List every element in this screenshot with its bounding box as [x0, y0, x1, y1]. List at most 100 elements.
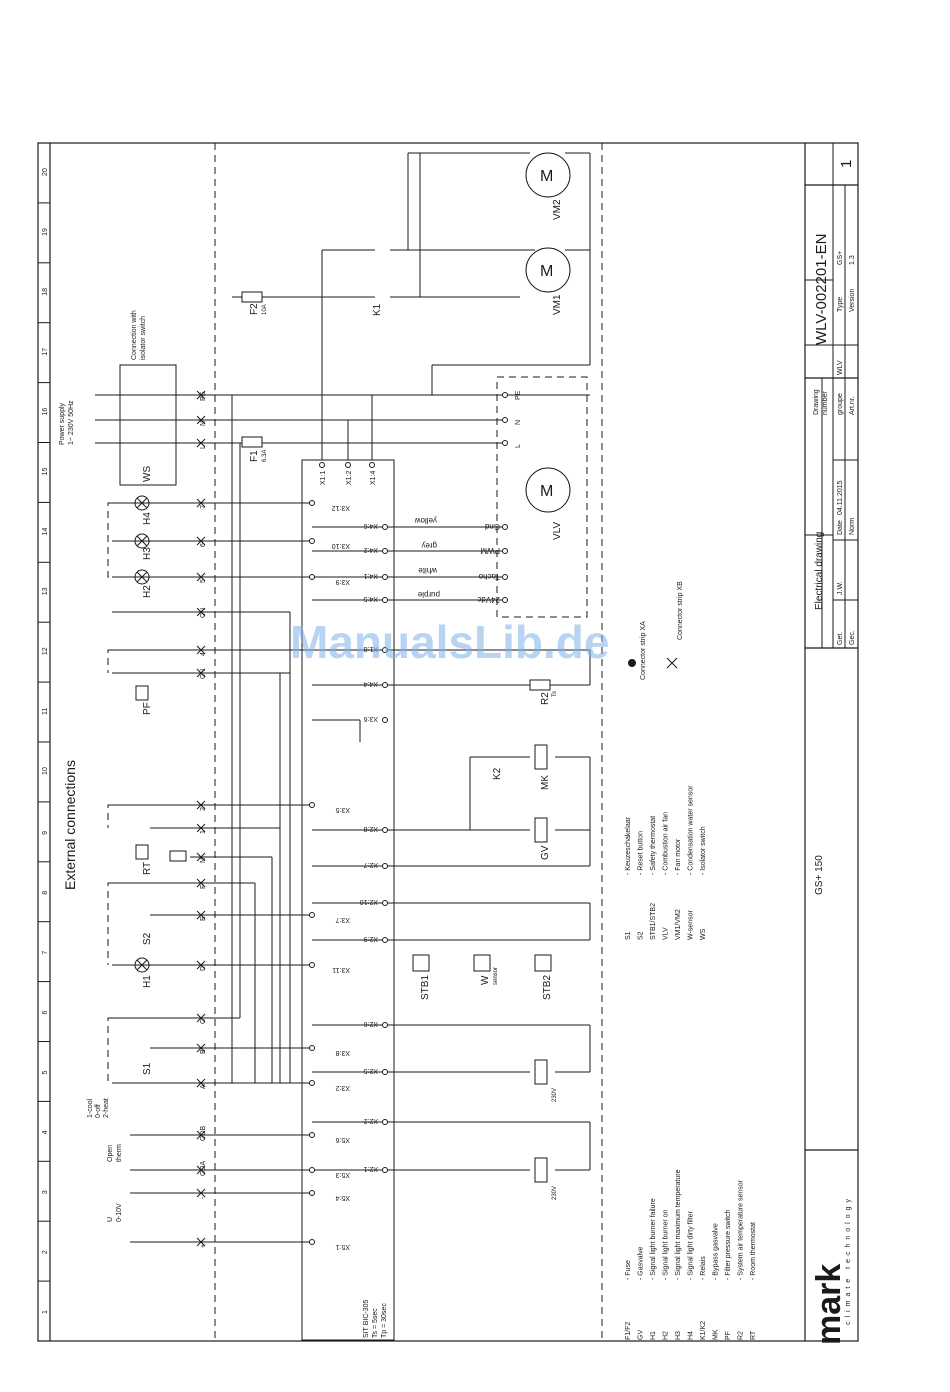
legend-a-desc: - Fuse — [625, 1260, 632, 1280]
zone-label-2: 2 — [42, 1250, 49, 1254]
tb-label-type: Type — [837, 297, 844, 312]
fan-pin-label: PWM — [480, 546, 500, 555]
controller-box — [301, 459, 395, 1341]
terminal-marker — [196, 1013, 206, 1023]
zone-label-11: 11 — [42, 708, 49, 715]
rot-power-line: Power supply — [59, 402, 66, 445]
zone-label-5: 5 — [42, 1070, 49, 1074]
component-r2: R2 — [540, 692, 551, 705]
fuse-f2 — [241, 291, 263, 303]
terminal-label: N — [200, 858, 207, 863]
legend-a-code: MK — [713, 1329, 720, 1340]
terminal-marker — [196, 645, 206, 655]
pin-label: X3:2 — [335, 1084, 350, 1091]
legend-b-desc: - Condensation water sensor — [688, 785, 695, 875]
component-h4: H4 — [142, 512, 153, 525]
component-gv: GV — [540, 845, 551, 860]
terminal-marker — [196, 960, 206, 970]
tb-group: WLV — [837, 360, 844, 375]
component-h2: H2 — [142, 585, 153, 598]
legend-a-code: H4 — [688, 1331, 695, 1340]
zone-label-6: 6 — [42, 1011, 49, 1015]
terminal-marker — [196, 1043, 206, 1053]
pin-dot — [382, 717, 388, 723]
zone-label-19: 19 — [42, 228, 49, 236]
strip-xb-label: Connector strip XB — [677, 581, 684, 640]
tb-label-groupe: groupe — [837, 393, 844, 415]
vlv-supply-label: PE — [515, 390, 522, 400]
pin-dot — [309, 1239, 315, 1245]
vlv-pin-dot — [502, 440, 508, 446]
pin-label: X2:2 — [363, 1117, 378, 1124]
pin-label: X5:1 — [335, 1243, 350, 1250]
pin-label: X4:1 — [363, 572, 378, 579]
component-s1: S1 — [142, 1062, 153, 1075]
k2-coil — [534, 1059, 548, 1085]
pin-dot — [309, 1167, 315, 1173]
tb-label-art: Art.nr. — [849, 396, 856, 415]
mk-coil — [534, 744, 548, 770]
terminal-marker — [196, 1237, 206, 1247]
model-name: GS+ 150 — [814, 855, 825, 895]
vlv-supply-label: L — [515, 444, 522, 448]
legend-a-code: PF — [725, 1331, 732, 1340]
rating-label: 230V — [552, 1088, 558, 1102]
strip-xb-marker — [666, 657, 678, 669]
pin-label: X1:8 — [363, 645, 378, 652]
w-sensor-word: sensor — [493, 967, 499, 985]
component-w: W — [480, 975, 491, 985]
terminal-label: CN — [200, 608, 207, 618]
fan-pin-label: Gnd — [485, 522, 500, 531]
rot-switch-line: 2-heat — [103, 1098, 110, 1118]
title-block — [804, 143, 858, 1341]
terminal-marker — [196, 668, 206, 678]
external-dashed-groups — [107, 502, 112, 1083]
vlv-pin-dot — [502, 417, 508, 423]
component-ws: WS — [142, 466, 153, 482]
pin-label: X2:1 — [363, 1165, 378, 1172]
pin-label: X2:6 — [363, 1020, 378, 1027]
rot-timer-line: SIT BIC-305 — [363, 1300, 370, 1338]
pin-dot — [382, 937, 388, 943]
terminal-marker — [196, 878, 206, 888]
pin-label: X3:10 — [332, 542, 350, 549]
pin-dot — [382, 574, 388, 580]
legend-a-code: H2 — [663, 1331, 670, 1340]
terminal-label: C — [200, 1019, 207, 1024]
zone-label-9: 9 — [42, 831, 49, 835]
terminal-label: B — [200, 1049, 207, 1054]
rot-switch-line: 0-off — [95, 1104, 102, 1118]
w-sensor — [473, 954, 491, 972]
fan-pin-label: Tacho — [478, 572, 500, 581]
legend-a-desc: - Signal light burner on — [663, 1209, 670, 1280]
pin-dot — [309, 1190, 315, 1196]
legend-b-desc: - Keuzeschakelaar — [625, 816, 632, 875]
vm2-label: VM2 — [552, 199, 563, 220]
isolator-box — [119, 364, 177, 486]
rot-isolator-line: Connection with — [131, 310, 138, 360]
legend-b-desc: - Combustion air fan — [663, 812, 670, 875]
pin-dot — [382, 827, 388, 833]
stb2-sensor — [534, 954, 552, 972]
legend-b-code: VLV — [663, 927, 670, 940]
terminal-marker — [196, 1130, 206, 1140]
rot-open-line: Open — [107, 1145, 114, 1162]
zone-label-20: 20 — [42, 168, 49, 176]
strip-xa-marker — [628, 659, 636, 667]
company-logo: mark — [810, 1264, 848, 1345]
terminal-marker — [196, 415, 206, 425]
terminal-label: F — [200, 885, 207, 889]
pin-label: X5:3 — [335, 1171, 350, 1178]
component-h1: H1 — [142, 975, 153, 988]
pin-dot — [382, 524, 388, 530]
terminal-marker — [196, 823, 206, 833]
vlv-box — [496, 376, 588, 618]
rating-label: 10A — [262, 304, 268, 315]
pin-label: X1:1 — [320, 470, 327, 485]
pin-dot — [309, 1080, 315, 1086]
